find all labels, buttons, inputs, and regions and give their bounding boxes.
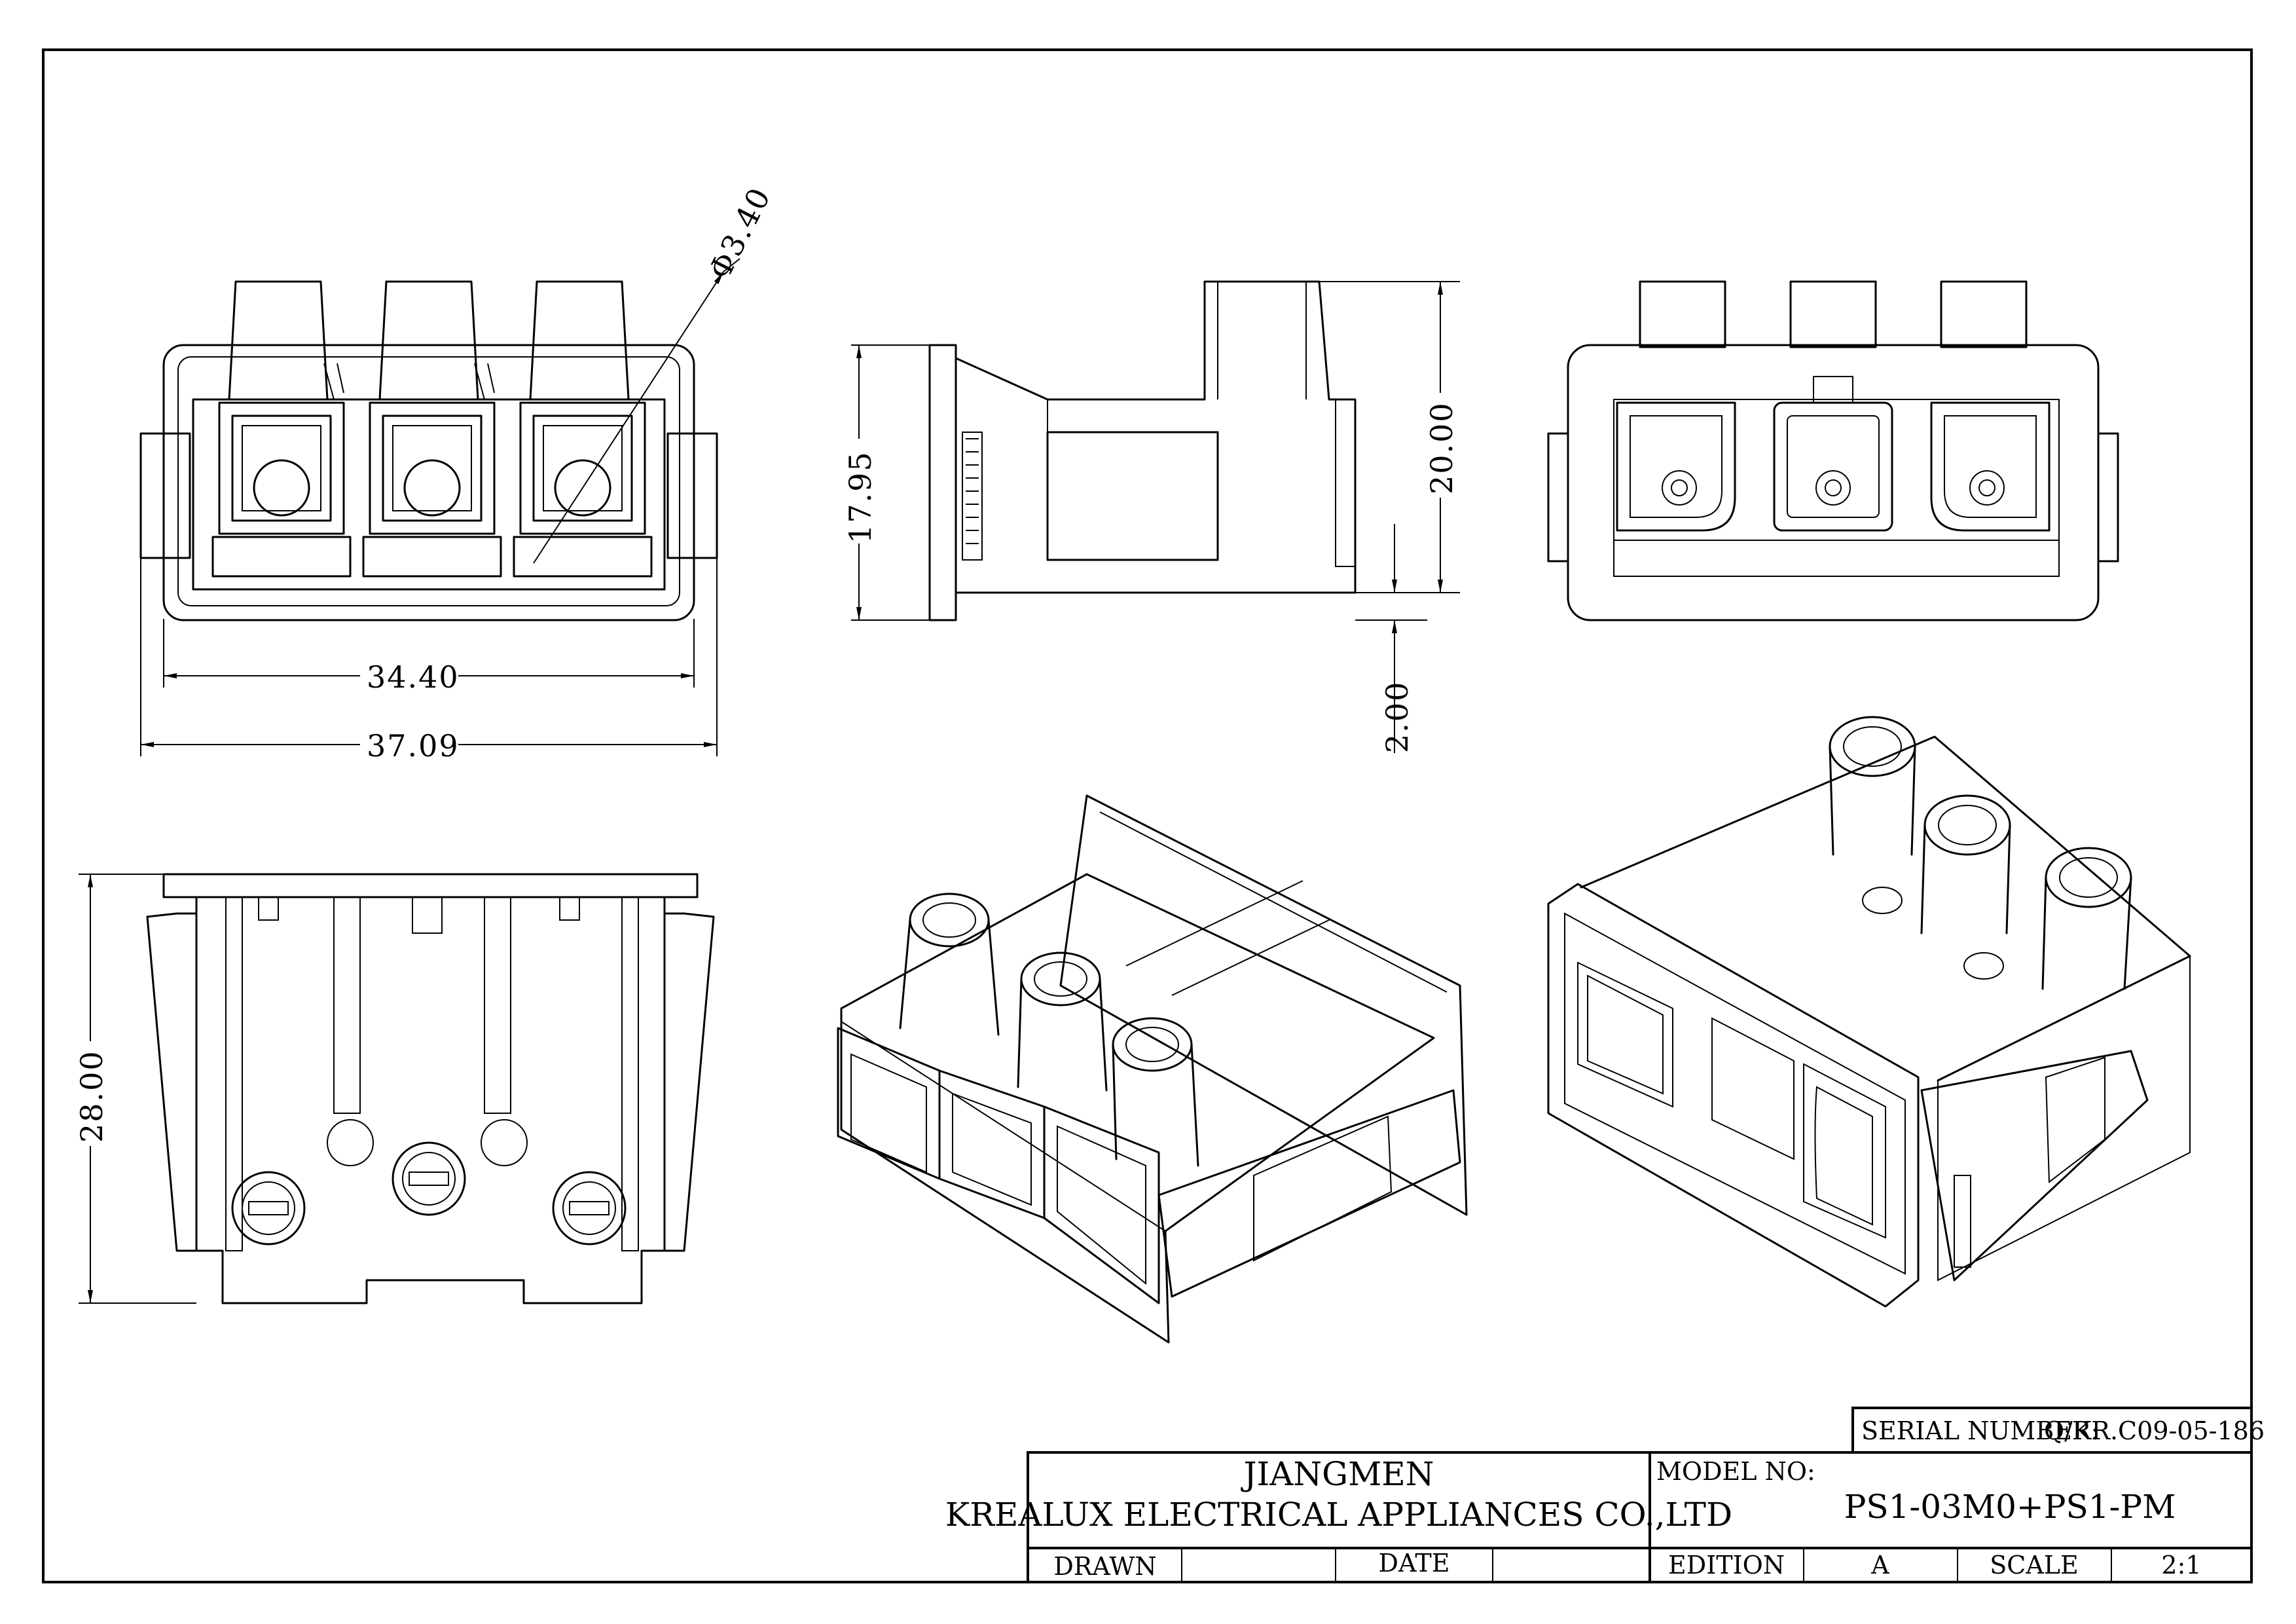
- serial-label: SERIAL NUMBER:: [1861, 1416, 2099, 1445]
- dim-diameter: Φ3.40: [702, 181, 778, 285]
- rear-socket-2: [1773, 376, 1893, 532]
- dim-width-inner: 34.40: [367, 659, 460, 695]
- bottom-view: 28.00: [74, 873, 715, 1304]
- iso2-post-2: [1920, 794, 2011, 934]
- model-label: MODEL NO:: [1656, 1457, 1815, 1486]
- iso1-post-3: [1112, 1017, 1199, 1167]
- side-view: 17.95 20.00 2.00: [843, 280, 1460, 753]
- isometric-view-2: [1547, 716, 2191, 1308]
- front-view: Φ3.40 34.40 37.09: [139, 181, 778, 764]
- model-value: PS1-03M0+PS1-PM: [1844, 1488, 2176, 1526]
- dim-depth: 28.00: [74, 1050, 109, 1143]
- scale-label: SCALE: [1990, 1551, 2079, 1579]
- edition-value: A: [1870, 1551, 1889, 1579]
- company-line-1: JIANGMEN: [1240, 1455, 1434, 1493]
- date-label: DATE: [1379, 1549, 1450, 1578]
- iso1-post-1: [899, 893, 1000, 1036]
- iso2-post-3: [2041, 847, 2132, 990]
- sheet-border: [42, 48, 2253, 1583]
- bottom-screw-1: [231, 1171, 306, 1246]
- scale-value: 2:1: [2161, 1551, 2201, 1579]
- title-block: SERIAL NUMBER: Q/KR.C09-05-186 JIANGMEN …: [945, 1407, 2265, 1583]
- rear-socket-1: [1616, 401, 1736, 532]
- drawn-label: DRAWN: [1053, 1552, 1156, 1581]
- dim-side-height: 17.95: [843, 451, 878, 544]
- dim-offset: 2.00: [1379, 681, 1415, 753]
- company-line-2: KREALUX ELECTRICAL APPLIANCES CO.,LTD: [945, 1496, 1732, 1534]
- isometric-view-1: [837, 794, 1468, 1344]
- iso1-post-2: [1017, 951, 1108, 1092]
- front-terminal-2: [362, 401, 502, 578]
- iso2-post-1: [1829, 716, 1916, 856]
- edition-label: EDITION: [1668, 1551, 1785, 1579]
- dim-total-height: 20.00: [1424, 401, 1459, 494]
- serial-value: Q/KR.C09-05-186: [2044, 1416, 2265, 1445]
- front-terminal-3: [513, 401, 653, 578]
- rear-view: [1547, 280, 2119, 621]
- bottom-screw-3: [552, 1171, 627, 1246]
- rear-socket-3: [1930, 401, 2050, 532]
- front-terminal-1: [211, 401, 352, 578]
- bottom-screw-2: [392, 1141, 466, 1216]
- dim-width-outer: 37.09: [367, 728, 460, 764]
